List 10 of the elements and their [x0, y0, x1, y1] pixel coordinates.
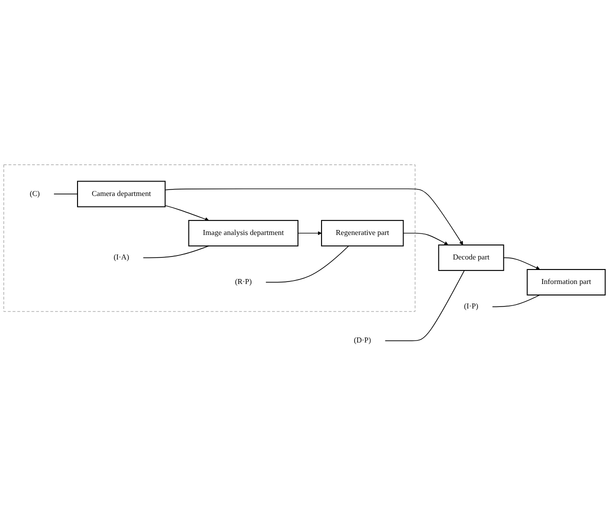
arrow: [503, 257, 540, 270]
connector: [142, 245, 210, 258]
arrow: [164, 205, 210, 221]
arrow: [402, 232, 448, 246]
connector: [384, 270, 465, 341]
connector: [266, 245, 350, 282]
arrow: [298, 230, 322, 236]
arrow: [164, 188, 464, 246]
connector: [492, 294, 540, 307]
cluster: [4, 164, 416, 312]
